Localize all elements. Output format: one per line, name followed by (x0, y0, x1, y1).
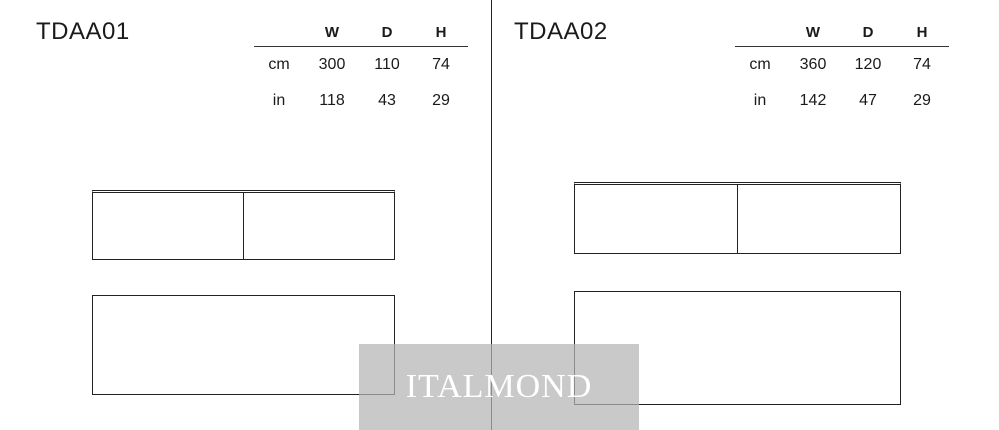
dimensions-row-cm: cm 300 110 74 (254, 47, 468, 84)
panel-divider (491, 0, 492, 430)
dimensions-header-row: W D H (254, 18, 468, 47)
leg-divider (243, 193, 244, 259)
value-width: 142 (799, 92, 827, 109)
value-height: 74 (913, 56, 931, 73)
model-code: TDAA01 (36, 18, 130, 45)
value-depth: 43 (378, 92, 396, 109)
dimensions-row-in: in 142 47 29 (735, 83, 949, 119)
unit-header (254, 18, 304, 47)
header-depth: D (360, 18, 414, 47)
product-panel-tdaa01: TDAA01 W D H cm 300 110 74 in 118 43 29 (0, 0, 491, 430)
value-height: 74 (432, 56, 450, 73)
dimensions-row-in: in 118 43 29 (254, 83, 468, 119)
dimensions-header-row: W D H (735, 18, 949, 47)
header-width: W (785, 18, 841, 47)
watermark-logo: ITALMOND (359, 344, 639, 430)
leg-divider (737, 185, 738, 253)
unit-label: in (753, 92, 767, 109)
value-depth: 47 (859, 92, 877, 109)
value-width: 118 (319, 92, 345, 109)
header-height: H (414, 18, 468, 47)
value-width: 360 (799, 56, 827, 73)
value-width: 300 (318, 56, 346, 73)
top-view-drawing (92, 295, 395, 395)
dimensions-row-cm: cm 360 120 74 (735, 47, 949, 84)
value-height: 29 (432, 92, 450, 109)
front-elevation-drawing (92, 190, 395, 260)
front-elevation-drawing (574, 182, 901, 254)
value-depth: 120 (854, 56, 882, 73)
unit-label: cm (268, 56, 290, 73)
unit-label: cm (749, 56, 771, 73)
unit-label: in (272, 92, 286, 109)
unit-header (735, 18, 785, 47)
header-depth: D (841, 18, 895, 47)
header-width: W (304, 18, 360, 47)
dimensions-table: W D H cm 300 110 74 in 118 43 29 (254, 18, 468, 119)
header-height: H (895, 18, 949, 47)
model-code: TDAA02 (514, 18, 608, 45)
dimensions-table: W D H cm 360 120 74 in 142 47 29 (735, 18, 949, 119)
value-depth: 110 (374, 56, 400, 73)
value-height: 29 (913, 92, 931, 109)
